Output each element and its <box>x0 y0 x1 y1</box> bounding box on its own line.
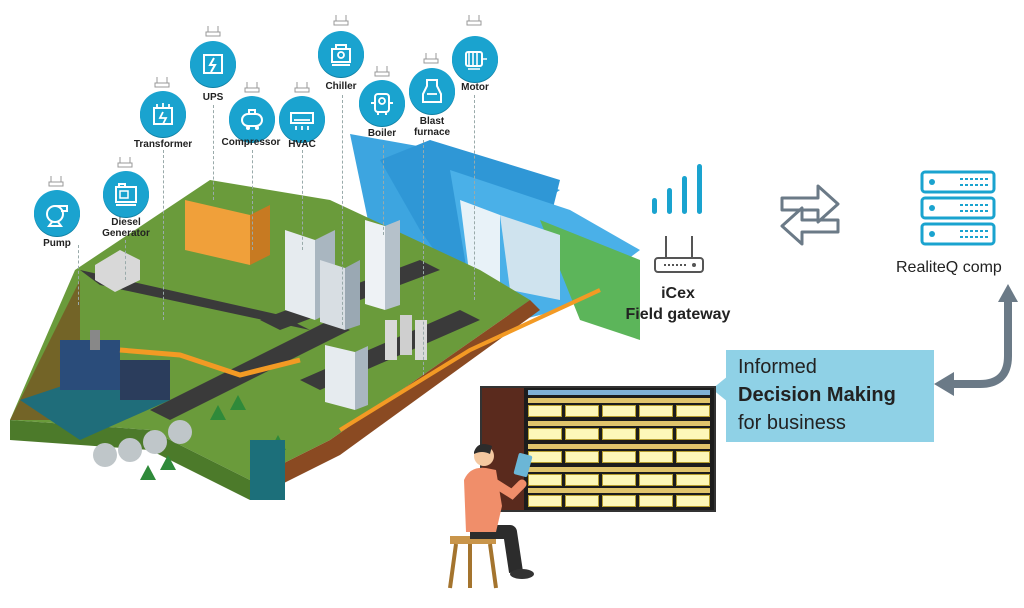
callout-pointer <box>712 376 728 402</box>
device-label-line2: furnace <box>413 127 451 138</box>
decision-callout: Informed Decision Making for business <box>726 350 934 442</box>
antenna-icon <box>244 82 260 93</box>
device-label: Pump <box>43 238 71 249</box>
connector-line <box>252 150 253 250</box>
device-label: HVAC <box>288 139 316 150</box>
hvac-icon <box>279 96 325 142</box>
dashboard-header <box>528 390 710 395</box>
server-icon <box>920 170 996 246</box>
device-label: Boiler <box>367 128 397 139</box>
meter-header <box>528 444 710 449</box>
motor-icon <box>452 36 498 82</box>
signal-bars-icon <box>652 164 702 214</box>
meter-row <box>528 427 710 440</box>
connector-line <box>213 105 214 200</box>
exchange-arrows-icon <box>780 184 840 246</box>
connector-line <box>78 245 79 305</box>
meter-row <box>528 494 710 507</box>
device-label: UPS <box>202 92 224 103</box>
decision-line1: Informed <box>738 356 817 378</box>
device-label: Chiller <box>325 81 357 92</box>
antenna-icon <box>154 77 170 88</box>
decision-line3: for business <box>738 412 846 434</box>
router-icon <box>654 236 704 273</box>
device-label-line1: Blast <box>419 116 445 127</box>
antenna-icon <box>374 66 390 77</box>
blast-furnace-icon <box>409 68 455 114</box>
connector-line <box>163 150 164 320</box>
antenna-icon <box>294 82 310 93</box>
return-arrow-icon <box>934 284 1018 396</box>
gateway-title: iCex <box>661 285 695 302</box>
antenna-icon <box>205 26 221 37</box>
device-label: Motor <box>461 82 489 93</box>
connector-line <box>125 240 126 280</box>
pump-icon <box>34 190 80 236</box>
antenna-icon <box>423 53 439 64</box>
connector-line <box>342 95 343 325</box>
meter-header <box>528 467 710 472</box>
ups-icon <box>190 41 236 87</box>
connector-line <box>474 95 475 300</box>
device-label-line2: Generator <box>102 228 150 239</box>
compressor-icon <box>229 96 275 142</box>
meter-row <box>528 473 710 486</box>
device-label: Transformer <box>133 139 193 150</box>
server-label: RealiteQ comp <box>896 259 1002 276</box>
antenna-icon <box>48 176 64 187</box>
device-label-line1: Diesel <box>111 217 141 228</box>
meter-row <box>528 450 710 463</box>
smart-city-illustration <box>10 134 640 500</box>
transformer-icon <box>140 91 186 137</box>
connector-line <box>423 140 424 375</box>
diesel-generator-icon <box>103 171 149 217</box>
connector-line <box>383 145 384 235</box>
meter-header <box>528 488 710 493</box>
antenna-icon <box>333 15 349 26</box>
antenna-icon <box>117 157 133 168</box>
device-label: Compressor <box>221 137 281 148</box>
meter-header <box>528 398 710 403</box>
analyst-person-illustration <box>448 444 534 589</box>
gateway-subtitle: Field gateway <box>625 306 731 323</box>
meter-header <box>528 421 710 426</box>
connector-line <box>302 150 303 250</box>
meter-row <box>528 404 710 417</box>
boiler-icon <box>359 80 405 126</box>
decision-line2: Decision Making <box>738 384 896 406</box>
chiller-icon <box>318 31 364 77</box>
antenna-icon <box>466 15 482 26</box>
